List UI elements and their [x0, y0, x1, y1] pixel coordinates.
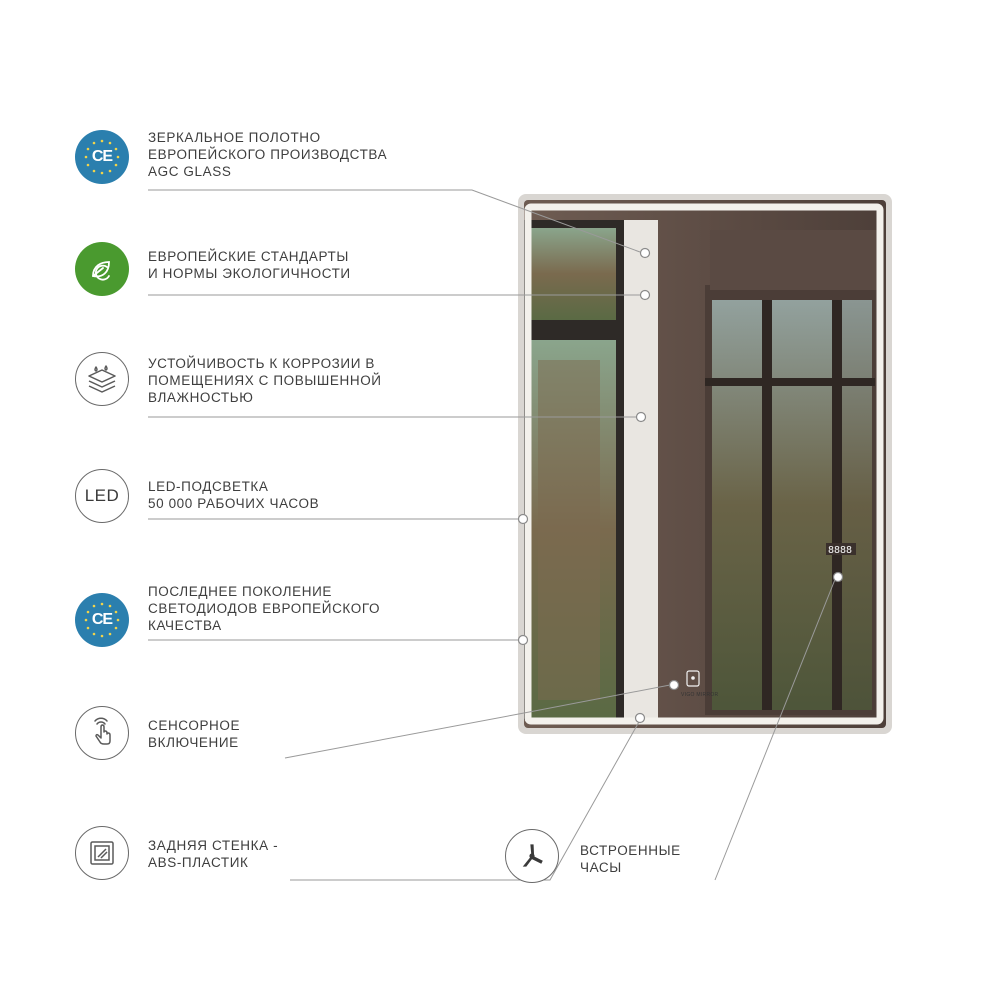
clock-display: 8888 [828, 545, 852, 556]
touch-hand-icon [75, 706, 129, 760]
clock-hands-icon [505, 829, 559, 883]
layers-drops-icon [75, 352, 129, 406]
window-pane-top [530, 228, 616, 320]
feature-agc-glass-text: Зеркальное полотно европейского производ… [148, 130, 388, 179]
feature-corrosion-text: Устойчивость к коррозии в помещениях с п… [148, 356, 382, 405]
feature-abs-text: Задняя стенка - ABS-пластик [148, 838, 279, 870]
ce-label: CE [91, 611, 113, 628]
feature-eco-text: Европейские стандарты и нормы экологично… [148, 249, 351, 281]
feature-clock-text: Встроенные часы [580, 843, 681, 875]
eco-leaf-icon [75, 242, 129, 296]
led-strip [524, 203, 884, 725]
feature-touch-text: Сенсорное включение [148, 718, 241, 750]
ce-mark-icon: CE [75, 593, 129, 647]
ce-mark-icon: CE [75, 130, 129, 184]
wall-strip [624, 220, 658, 720]
ce-label: CE [91, 148, 113, 165]
callout-markers [517, 247, 844, 724]
feature-led-text: LED-подсветка 50 000 рабочих часов [148, 479, 320, 511]
touch-button[interactable] [686, 670, 700, 687]
led-icon-label: LED [84, 486, 120, 505]
led-icon: LED [75, 469, 129, 523]
callout-lines [148, 189, 837, 881]
feature-diodes-text: Последнее поколение светодиодов европейс… [148, 584, 381, 633]
panel-frame-icon [75, 826, 129, 880]
mirror-brand: VIGO MIRROR [681, 692, 719, 698]
